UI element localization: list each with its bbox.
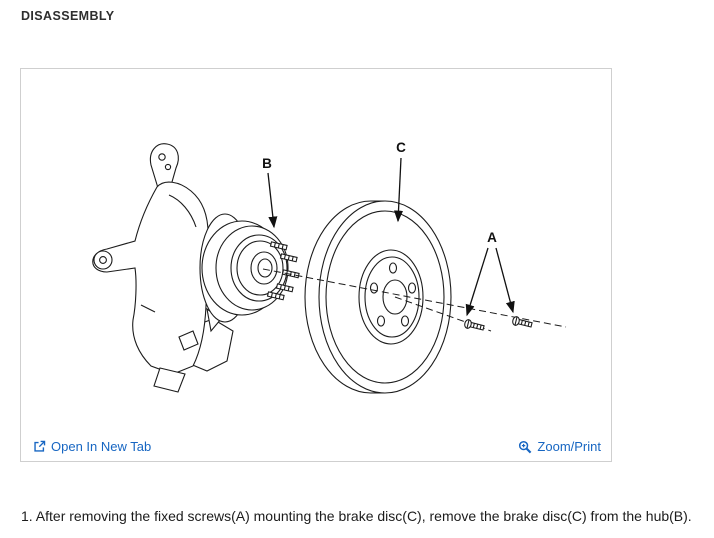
open-in-new-tab-label: Open In New Tab [51, 439, 152, 454]
callout-b: B [262, 156, 278, 229]
fixing-screw [512, 316, 533, 328]
fixing-screws [464, 316, 533, 331]
zoom-print-label: Zoom/Print [537, 439, 601, 454]
callout-a-label: A [487, 230, 497, 245]
magnifier-zoom-icon [519, 440, 532, 453]
figure-toolbar: Open In New Tab Zoom/Print [33, 439, 601, 454]
open-in-new-tab-icon [34, 440, 46, 452]
instruction-step-1: 1. After removing the fixed screws(A) mo… [21, 508, 692, 524]
figure-panel: B C A Open In New Tab [20, 68, 612, 462]
page-title: DISASSEMBLY [21, 9, 115, 23]
callout-a: A [465, 230, 515, 317]
callout-c-label: C [396, 140, 406, 155]
callout-c: C [393, 140, 406, 223]
brake-disc [304, 200, 452, 394]
exploded-view-diagram: B C A [92, 140, 567, 394]
fixing-screw [464, 319, 485, 331]
wheel-stud [275, 283, 294, 293]
wheel-stud [269, 241, 288, 251]
hub-assembly [201, 220, 300, 316]
wheel-stud [279, 253, 298, 263]
wheel-stud [266, 291, 285, 301]
callout-b-label: B [262, 156, 272, 171]
zoom-print-link[interactable]: Zoom/Print [518, 439, 601, 454]
open-in-new-tab-link[interactable]: Open In New Tab [33, 439, 151, 454]
